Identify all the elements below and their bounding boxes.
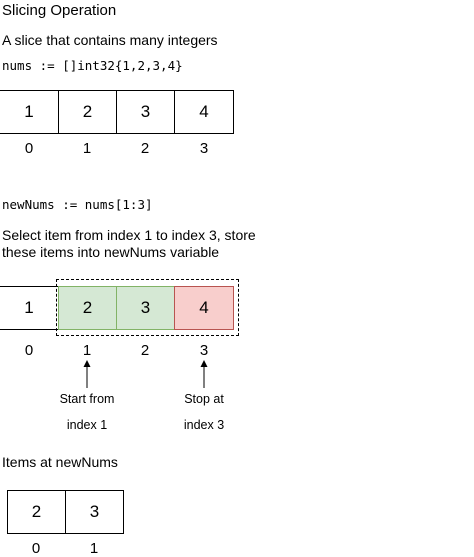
code-slice: newNums := nums[1:3] — [2, 197, 153, 212]
array-2-cell-selected: 2 — [58, 286, 117, 330]
slice-description: A slice that contains many integers — [2, 32, 218, 48]
array-1-index: 0 — [24, 140, 34, 157]
start-note-line-1: Start from — [59, 392, 115, 406]
array-1-index: 3 — [199, 140, 209, 157]
array-3-index: 0 — [31, 540, 41, 557]
items-label: Items at newNums — [2, 454, 118, 470]
array-1-index: 2 — [140, 140, 150, 157]
array-2-cell-selected: 3 — [116, 286, 175, 330]
array-2-cell-stop: 4 — [174, 286, 234, 330]
page-title: Slicing Operation — [2, 2, 117, 19]
array-1-cell: 4 — [174, 90, 234, 134]
array-3-index: 1 — [89, 540, 99, 557]
select-description-line-2: these items into newNums variable — [2, 244, 220, 260]
array-2-index: 0 — [24, 342, 34, 359]
selection-box — [56, 279, 239, 336]
stop-arrow — [200, 360, 208, 388]
select-description-line-1: Select item from index 1 to index 3, sto… — [2, 227, 256, 243]
stop-note-line-2: index 3 — [183, 418, 225, 432]
array-2-index: 2 — [140, 342, 150, 359]
array-2-index: 1 — [82, 342, 92, 359]
start-arrow — [83, 360, 91, 388]
array-2-index: 3 — [199, 342, 209, 359]
array-3-cell: 2 — [7, 490, 66, 534]
array-1-index: 1 — [82, 140, 92, 157]
code-declaration: nums := []int32{1,2,3,4} — [2, 58, 183, 73]
stop-note-line-1: Stop at — [184, 392, 224, 406]
array-3-cell: 3 — [65, 490, 124, 534]
start-note-line-2: index 1 — [66, 418, 108, 432]
